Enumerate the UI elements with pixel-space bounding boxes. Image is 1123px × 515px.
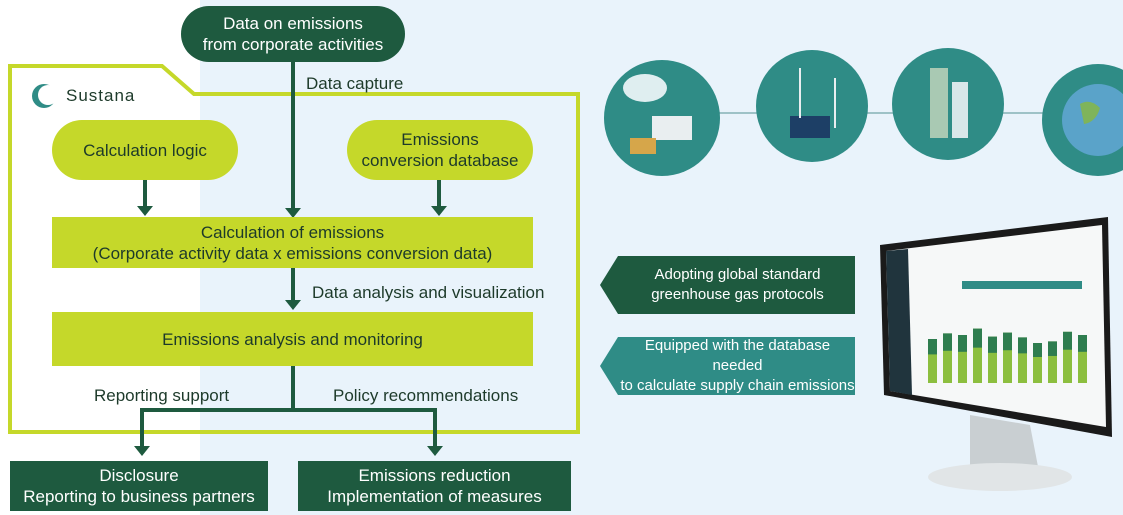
monitor-bar — [1078, 335, 1087, 383]
source-data-pill: Data on emissions from corporate activit… — [181, 6, 405, 62]
logo-icon — [32, 84, 58, 108]
monitor-bar — [1018, 337, 1027, 383]
monitor-bar — [1033, 343, 1042, 383]
monitor-bar-top — [928, 339, 937, 355]
data-capture-label: Data capture — [306, 74, 404, 93]
emissions-illustration — [604, 48, 1123, 176]
calculation-logic-pill: Calculation logic — [52, 120, 238, 180]
source-line1: Data on emissions — [223, 14, 363, 33]
source-line2: from corporate activities — [202, 35, 384, 54]
capture-arrowhead — [285, 208, 301, 218]
monitor-header-bar — [962, 281, 1082, 289]
reduction-line2: Implementation of measures — [327, 487, 542, 506]
monitor-bar-top — [1078, 335, 1087, 352]
monitor-bar — [1048, 341, 1057, 383]
monitor-bar — [928, 339, 937, 383]
monitor-bar — [1063, 331, 1072, 383]
factory-circle-icon — [604, 60, 720, 176]
policy-recommendations-label: Policy recommendations — [333, 386, 519, 405]
calculation-bar: Calculation of emissions (Corporate acti… — [52, 217, 533, 268]
city-circle-icon — [892, 48, 1004, 160]
callout1-line1: Adopting global standard — [654, 266, 821, 283]
calculation-line2: (Corporate activity data x emissions con… — [92, 243, 493, 263]
monitor-bar — [943, 333, 952, 383]
callout-ghg-protocols: Adopting global standard greenhouse gas … — [620, 256, 855, 314]
analysis-label: Data analysis and visualization — [312, 283, 545, 302]
monitor-bar-top — [1033, 343, 1042, 357]
callout2-line2: to calculate supply chain emissions — [620, 377, 855, 394]
disclosure-line2: Reporting to business partners — [23, 487, 255, 506]
reporting-support-label: Reporting support — [94, 386, 230, 405]
sustana-logo: Sustana — [30, 82, 135, 110]
monitor-bar-top — [1063, 331, 1072, 350]
callout2-line1: Equipped with the database needed — [644, 337, 831, 374]
monitor-bar-top — [1018, 337, 1027, 354]
callout1-line2: greenhouse gas protocols — [651, 286, 824, 303]
conversion-db-line2: conversion database — [361, 151, 519, 170]
monitor-sidebar — [886, 249, 912, 395]
callout-supply-chain-db: Equipped with the database needed to cal… — [620, 337, 855, 395]
disclosure-box: Disclosure Reporting to business partner… — [10, 461, 268, 511]
monitor-bar-top — [988, 336, 997, 353]
monitor-bar-top — [1048, 341, 1057, 356]
logo-name: Sustana — [66, 86, 136, 105]
reduction-box: Emissions reduction Implementation of me… — [298, 461, 571, 511]
renewable-circle-icon — [756, 50, 868, 162]
reduction-line1: Emissions reduction — [358, 466, 511, 485]
monitor-bar — [958, 335, 967, 383]
monitor-bar-top — [1003, 332, 1012, 351]
monitor-bar — [988, 336, 997, 383]
conversion-db-line1: Emissions — [401, 130, 479, 149]
disclosure-line1: Disclosure — [99, 466, 179, 485]
monitor-bar — [973, 328, 982, 383]
monitor-bar-chart — [928, 328, 1087, 383]
monitor-bar-top — [973, 328, 982, 348]
calculation-line1: Calculation of emissions — [200, 222, 385, 242]
monitoring-text: Emissions analysis and monitoring — [162, 329, 423, 349]
conversion-database-pill: Emissions conversion database — [347, 120, 533, 180]
callout-shapes — [600, 256, 855, 395]
monitoring-bar: Emissions analysis and monitoring — [52, 312, 533, 366]
monitor-bar-top — [943, 333, 952, 351]
calc-logic-text: Calculation logic — [83, 140, 207, 160]
globe-circle-icon — [1042, 64, 1123, 176]
monitor-bar — [1003, 332, 1012, 383]
monitor-illustration — [880, 217, 1112, 491]
monitor-bar-top — [958, 335, 967, 352]
